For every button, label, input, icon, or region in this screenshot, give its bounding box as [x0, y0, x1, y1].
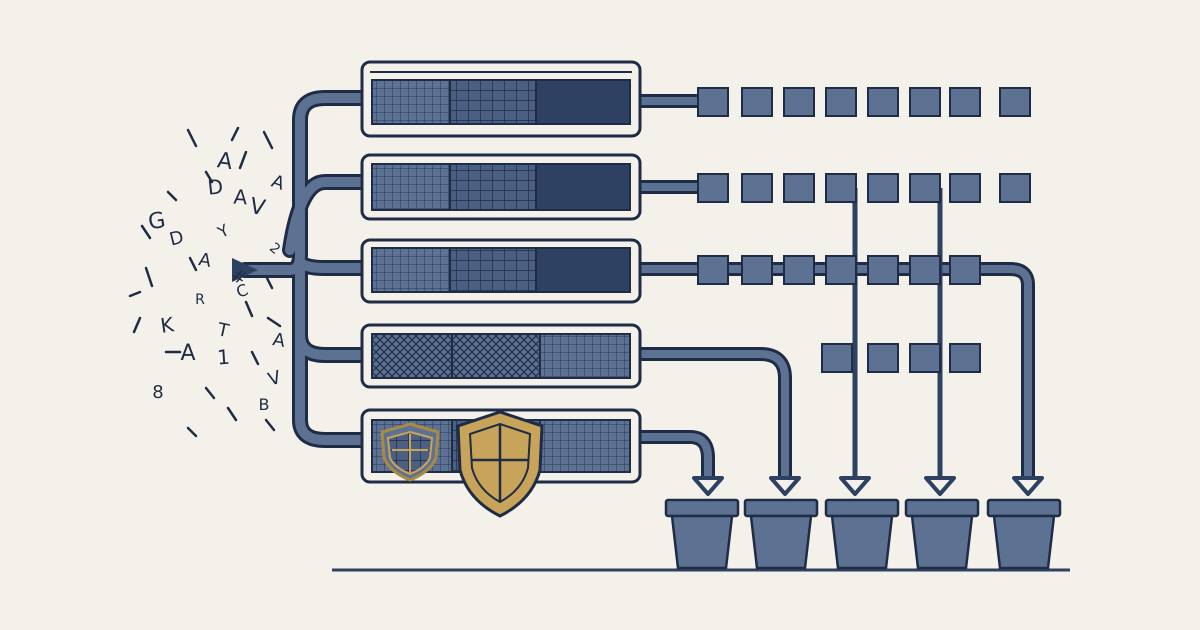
intake-arrow [232, 258, 258, 282]
scatter-glyph: 1 [216, 345, 230, 370]
scatter-glyph: D [167, 227, 186, 251]
layer-1 [360, 60, 642, 138]
scatter-glyph: K [159, 312, 176, 338]
scatter-glyph: T [215, 319, 232, 342]
scatter-glyph: A [268, 171, 287, 195]
scatter-dashes [128, 126, 282, 438]
scatter-glyph: A [271, 329, 287, 352]
bucket-5 [986, 498, 1062, 570]
drop-lines [852, 188, 943, 480]
scatter-glyph: A [233, 185, 249, 210]
scatter-glyph: V [266, 367, 284, 391]
row-4-chain [821, 343, 981, 373]
scatter-glyph: A [197, 249, 213, 272]
row-2-chain [697, 173, 1031, 203]
scatter-glyph: G [146, 208, 167, 236]
bucket-3 [824, 498, 900, 570]
bucket-arrows [692, 476, 1044, 496]
layer-4 [360, 323, 642, 389]
row-3-chain [697, 255, 981, 285]
scatter-glyph: B [259, 395, 270, 414]
outflow-pipes [636, 94, 1035, 480]
buckets [664, 498, 1062, 570]
scatter-glyph: 8 [152, 382, 163, 403]
scatter-glyph: V [247, 194, 267, 222]
grid-shield-icon [380, 422, 440, 482]
scatter-glyph: 2 [266, 240, 283, 258]
bucket-4 [904, 498, 980, 570]
bucket-1 [664, 498, 740, 570]
scatter-glyph: A [216, 148, 234, 175]
bucket-2 [743, 498, 819, 570]
layer-3 [360, 238, 642, 304]
scatter-glyph: R [195, 292, 205, 308]
shield-icon [456, 410, 544, 518]
row-1-chain [697, 87, 1031, 117]
scatter-glyph: Y [214, 220, 233, 242]
layer-2 [360, 153, 642, 221]
scatter-glyph: A [180, 341, 195, 366]
